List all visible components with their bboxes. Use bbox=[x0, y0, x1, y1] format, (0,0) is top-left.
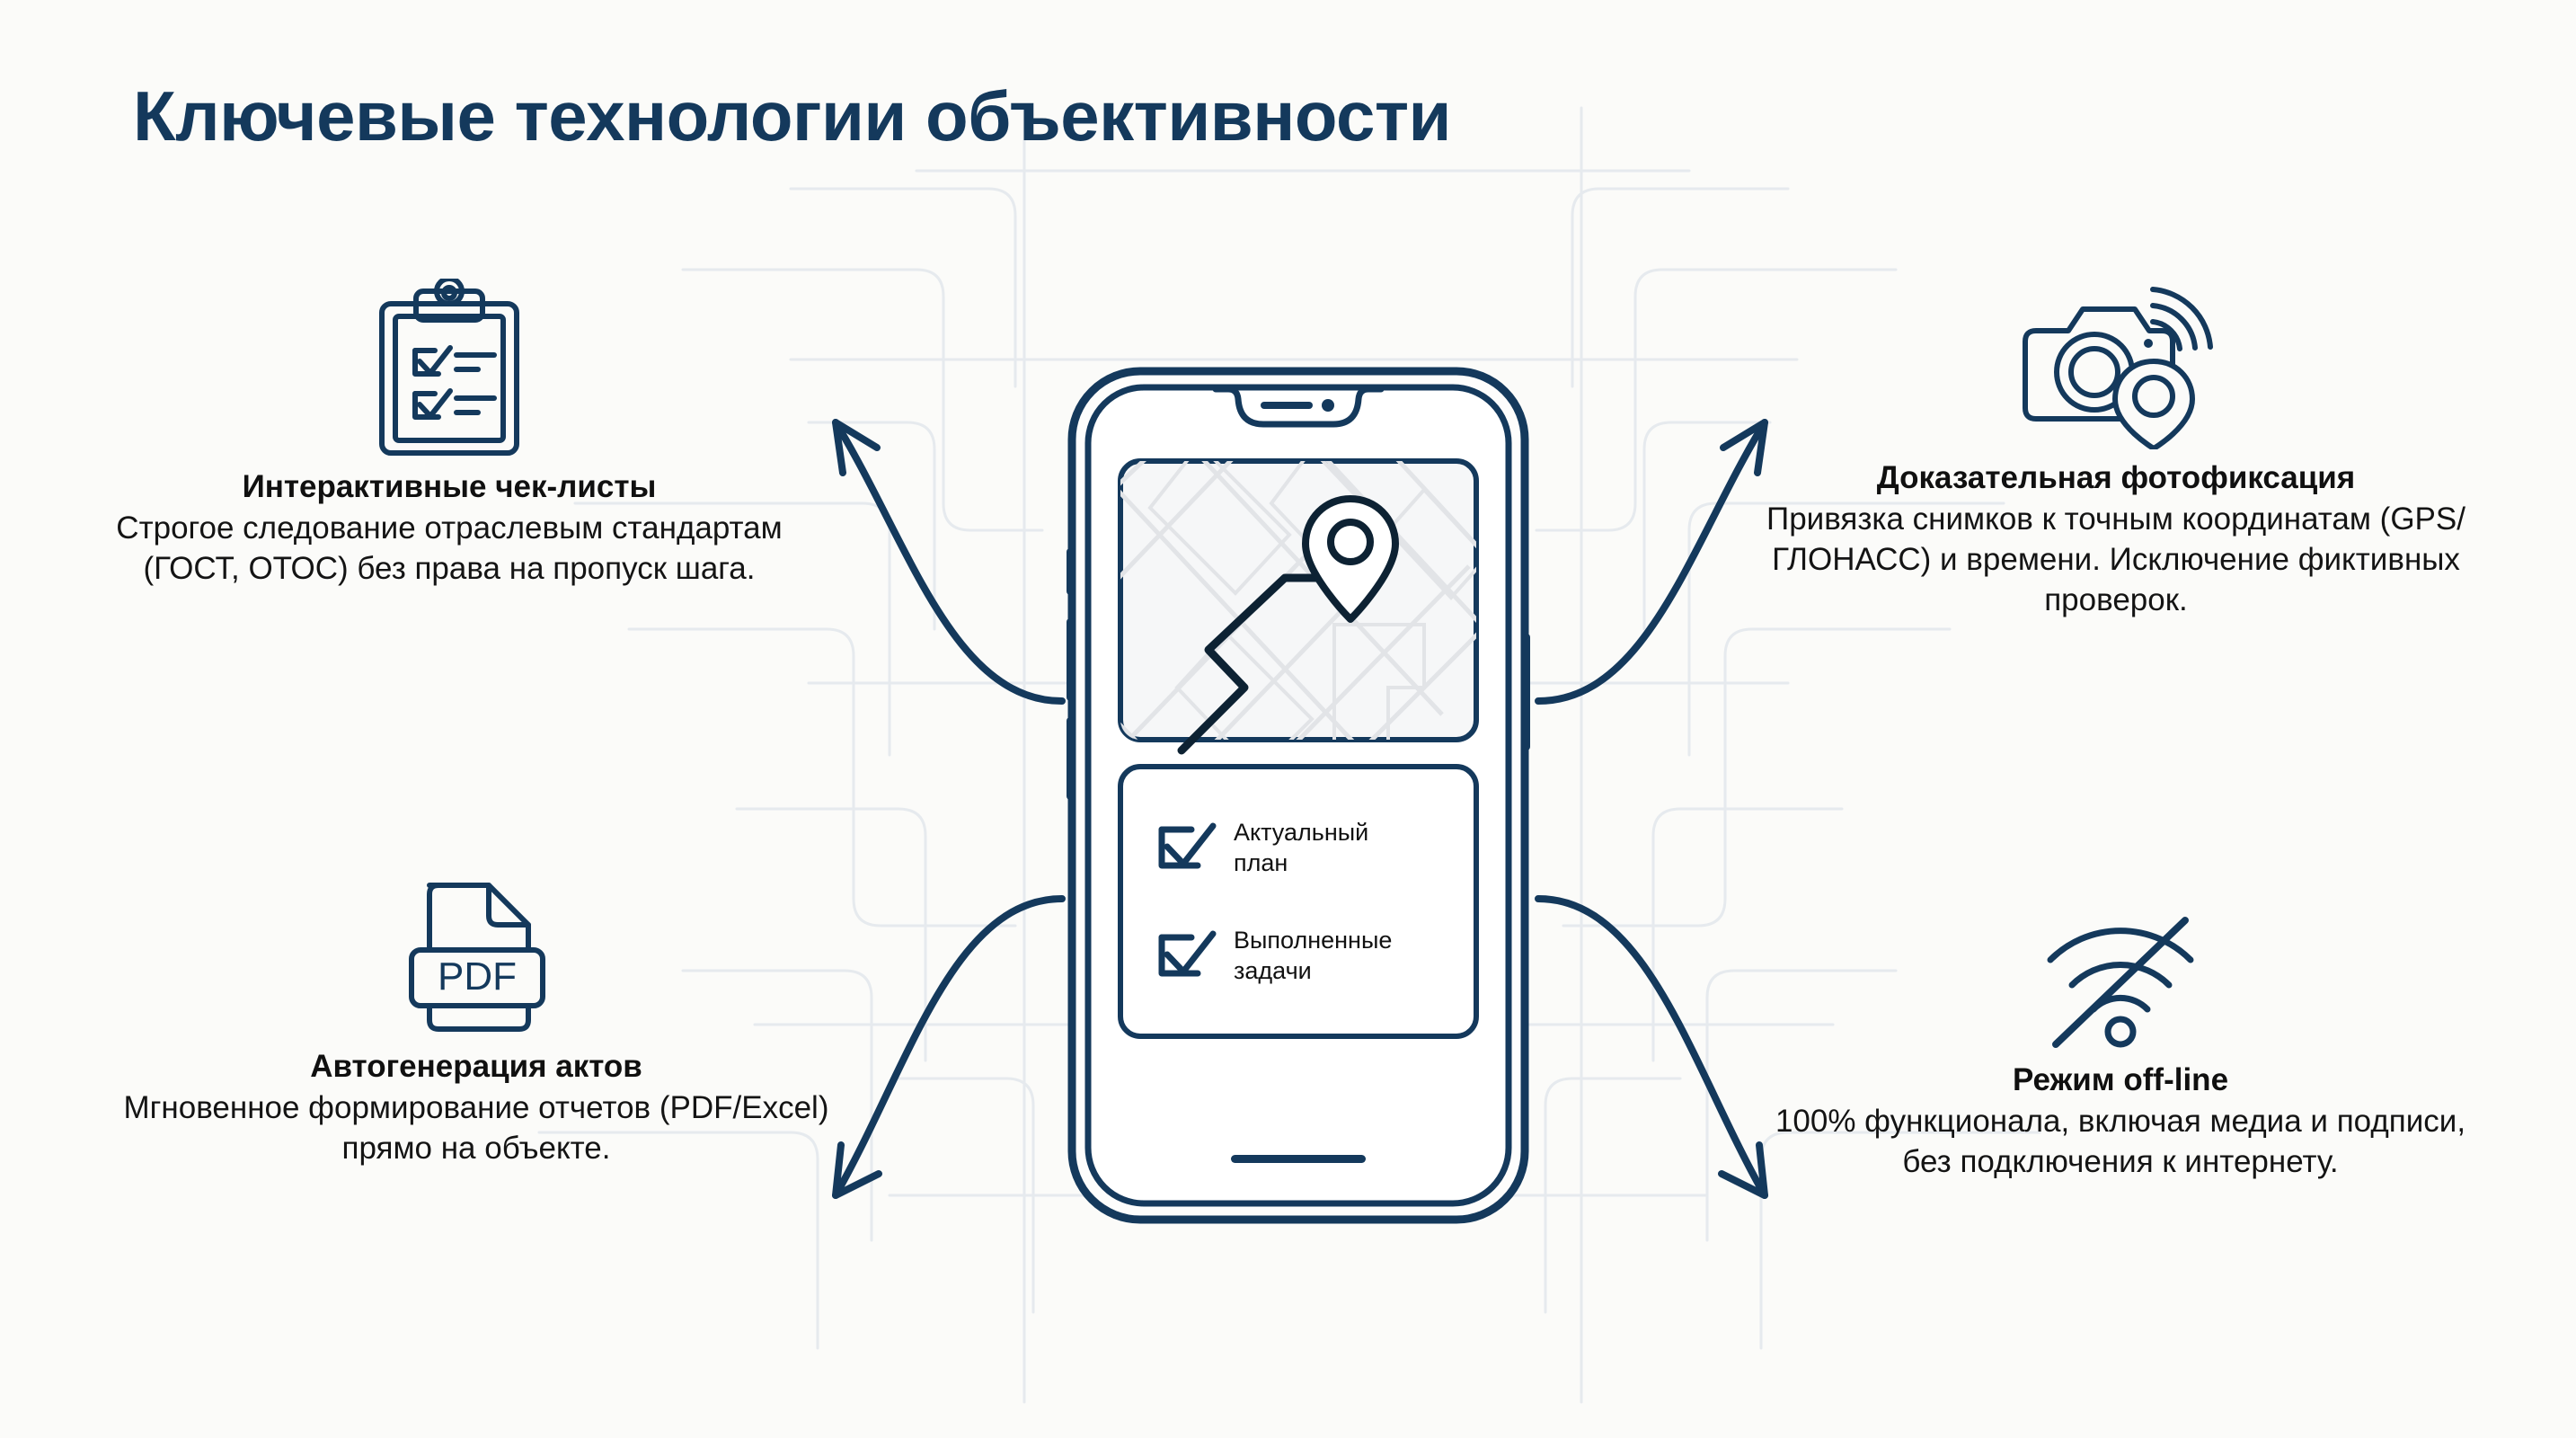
phone-svg: Актуальный план Выполненные задачи bbox=[1065, 367, 1532, 1224]
feature-photo: Доказательная фотофиксация Привязка сним… bbox=[1757, 279, 2475, 620]
checklist-item[interactable]: Выполненные задачи bbox=[1158, 927, 1392, 984]
page-title: Ключевые технологии объективности bbox=[133, 76, 1452, 155]
map-panel[interactable] bbox=[1065, 382, 1532, 849]
checklist-label-line1: Актуальный bbox=[1234, 819, 1368, 846]
map-streets bbox=[1120, 461, 1476, 740]
volume-down-button[interactable] bbox=[1067, 717, 1075, 800]
checkbox-checked-icon[interactable] bbox=[1158, 822, 1217, 869]
feature-title: Доказательная фотофиксация bbox=[1876, 460, 2356, 495]
checklist-item[interactable]: Актуальный план bbox=[1158, 819, 1368, 876]
route-path bbox=[1177, 573, 1355, 755]
clipboard-checklist-icon-wrap bbox=[90, 279, 809, 458]
volume-up-button[interactable] bbox=[1067, 618, 1075, 701]
camera-geotag-icon bbox=[2022, 287, 2213, 449]
feature-body: Привязка снимков к точным координатам (G… bbox=[1766, 502, 2465, 617]
power-button[interactable] bbox=[1522, 634, 1530, 750]
home-indicator[interactable] bbox=[1231, 1155, 1366, 1163]
feature-title: Автогенерация актов bbox=[310, 1049, 642, 1084]
checkbox-checked-icon[interactable] bbox=[1158, 930, 1217, 977]
feature-checklists: Интерактивные чек-листы Строгое следован… bbox=[90, 279, 809, 590]
wifi-off-icon bbox=[2047, 917, 2194, 1048]
pdf-document-icon-wrap: PDF bbox=[117, 867, 836, 1038]
checklist-panel[interactable]: Актуальный план Выполненные задачи bbox=[1118, 764, 1479, 1039]
checklist-label-line2: задачи bbox=[1234, 957, 1312, 984]
earpiece-speaker bbox=[1261, 402, 1313, 409]
feature-body: 100% функционала, включая медиа и подпис… bbox=[1775, 1104, 2466, 1179]
feature-pdf: PDF Автогенерация актов Мгновенное форми… bbox=[117, 867, 836, 1169]
pdf-document-icon: PDF bbox=[408, 883, 545, 1032]
arrow-to-checklists bbox=[832, 419, 1066, 705]
feature-body: Строгое следование отраслевым стандартам… bbox=[116, 510, 783, 586]
checklist-label-line2: план bbox=[1234, 849, 1288, 876]
silent-switch[interactable] bbox=[1067, 548, 1075, 595]
arrow-to-offline bbox=[1535, 895, 1768, 1199]
clipboard-checklist-icon bbox=[379, 279, 519, 456]
arrow-to-photo bbox=[1535, 419, 1768, 705]
camera-geotag-icon-wrap bbox=[1757, 279, 2475, 449]
feature-offline: Режим off-line 100% функционала, включая… bbox=[1761, 908, 2480, 1183]
feature-title: Интерактивные чек-листы bbox=[242, 469, 657, 504]
arrow-to-pdf bbox=[832, 895, 1066, 1199]
pdf-label: PDF bbox=[438, 954, 517, 999]
checklist-label-line1: Выполненные bbox=[1234, 927, 1392, 954]
wifi-off-icon-wrap bbox=[1761, 908, 2480, 1052]
phone-notch bbox=[1212, 386, 1385, 428]
feature-title: Режим off-line bbox=[2012, 1062, 2229, 1097]
feature-body: Мгновенное формирование отчетов (PDF/Exc… bbox=[123, 1090, 829, 1166]
location-pin-icon bbox=[1302, 495, 1399, 623]
phone-left-buttons[interactable] bbox=[1067, 548, 1075, 800]
front-camera-dot bbox=[1322, 399, 1334, 412]
phone-mockup: Актуальный план Выполненные задачи bbox=[1065, 364, 1532, 1227]
